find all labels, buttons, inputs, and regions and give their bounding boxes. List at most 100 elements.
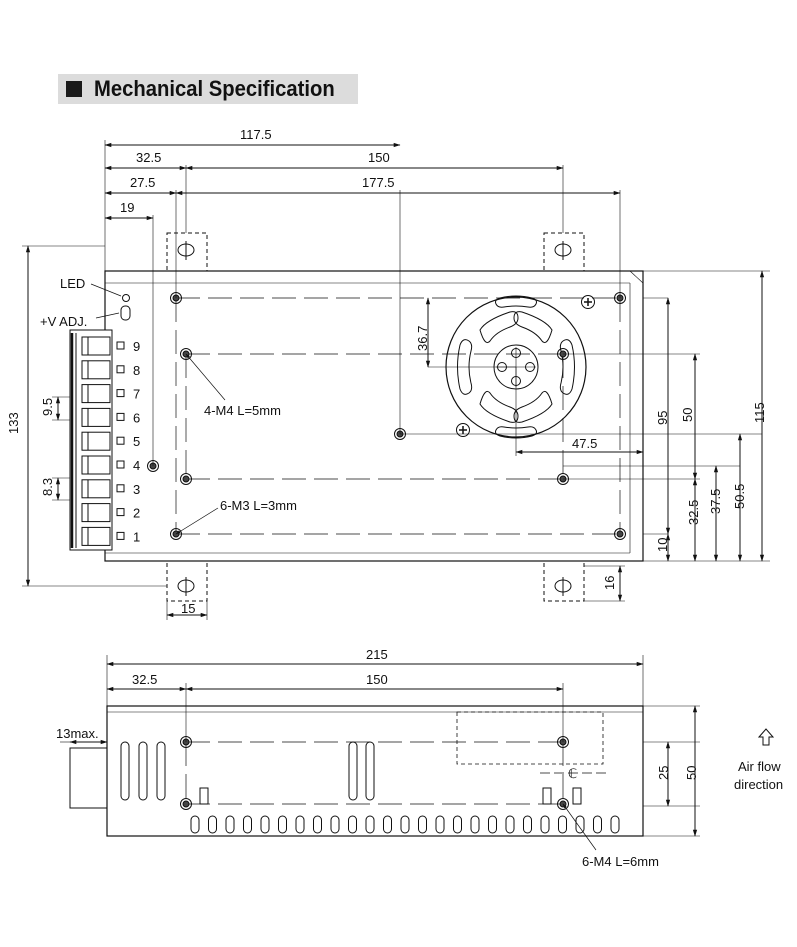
terminal-number-2: 2 [133,506,140,521]
terminal-screw-1 [81,526,111,546]
dim-19: 19 [120,200,134,215]
terminal-number-8: 8 [133,363,140,378]
vent-fin [558,815,567,834]
airflow-label-line2: direction [734,777,783,792]
vadj-label: +V ADJ. [40,314,87,329]
vent-fin [295,815,305,834]
dim-13max: 13max. [56,726,99,741]
vent-fin [260,815,270,834]
terminal-number-1: 1 [133,529,140,544]
fan-screw-icon [455,422,471,438]
terminal-pad-icon [116,460,125,469]
vent-fin [540,815,550,834]
terminal-pad-icon [116,365,125,374]
dim-side-32-5: 32.5 [132,672,157,687]
bracket-bottom-right [543,560,585,602]
vent-fin [348,815,357,834]
led-label: LED [60,276,85,291]
top-view-labels: 117.5 32.5 150 27.5 177.5 19 133 36.7 95… [6,127,767,616]
terminal-screw-5 [81,431,111,451]
vent-fin [330,815,340,834]
vent-fin [313,815,322,834]
m3-screw-label: 6-M3 L=3mm [220,498,297,513]
vent-fin [208,815,217,834]
terminal-screw-6 [81,407,111,427]
terminal-number-4: 4 [133,458,140,473]
vent-fin [453,815,462,834]
side-terminal-stub [69,747,108,809]
dim-16: 16 [602,576,617,590]
section-header: Mechanical Specification [58,74,358,104]
dim-32-5: 32.5 [136,150,161,165]
header-square-icon [66,81,82,97]
side-fins [190,815,620,834]
terminal-screw-4 [81,455,111,475]
section-title: Mechanical Specification [94,76,335,101]
bracket-top-left [166,232,208,272]
terminal-screw-8 [81,360,111,380]
dim-95: 95 [655,411,670,425]
dim-150: 150 [368,150,390,165]
bracket-bottom-left [166,560,208,602]
vent-fin [505,815,515,834]
terminal-number-3: 3 [133,482,140,497]
terminal-number-7: 7 [133,387,140,402]
vadj-knob-icon [120,305,131,321]
terminal-pad-icon [116,531,125,540]
vent-fin [365,815,375,834]
dim-50-5: 50.5 [732,484,747,509]
terminal-number-6: 6 [133,410,140,425]
vent-fin [418,815,427,834]
terminal-pad-icon [116,436,125,445]
terminal-pad-icon [116,484,125,493]
vent-fin [383,815,392,834]
vent-fin [243,815,252,834]
vent-fin [470,815,480,834]
dim-115: 115 [752,402,767,423]
dim-36-7: 36.7 [415,326,430,351]
terminal-pad-icon [116,341,125,350]
dim-8-3: 8.3 [40,478,55,496]
dim-side-25: 25 [656,766,671,780]
vent-fin [575,815,585,834]
terminal-number-5: 5 [133,434,140,449]
vent-fin [190,815,200,834]
side-view [60,655,775,851]
side-view-labels: 215 32.5 150 13max. 25 50 ℂ 6-M4 L=6mm A… [56,647,783,869]
dim-side-150: 150 [366,672,388,687]
terminal-screw-7 [81,384,111,404]
side-m4-screw-label: 6-M4 L=6mm [582,854,659,869]
airflow-arrow-icon [757,728,775,746]
dim-215: 215 [366,647,388,662]
vent-fin [400,815,410,834]
vent-fin [593,815,602,834]
terminal-screw-9 [81,336,111,356]
vent-fin [435,815,445,834]
dim-37-5: 37.5 [708,489,723,514]
dim-side-50: 50 [684,766,699,780]
terminal-pad-icon [116,412,125,421]
vent-fin [225,815,235,834]
terminal-number-9: 9 [133,339,140,354]
dim-117-5: 117.5 [240,127,272,142]
m4-screw-label: 4-M4 L=5mm [204,403,281,418]
dim-9-5: 9.5 [40,398,55,416]
dim-10: 10 [655,538,670,552]
vent-fin [523,815,532,834]
bracket-top-right [543,232,585,272]
terminal-screw-3 [81,479,111,499]
dim-133: 133 [6,412,21,434]
dim-32-5-vertical: 32.5 [686,500,701,525]
centerline-mark: ℂ [568,766,577,781]
terminal-pad-icon [116,508,125,517]
vent-fin [488,815,497,834]
dim-15: 15 [181,601,195,616]
vent-fin [610,815,620,834]
terminal-pad-icon [116,389,125,398]
fan-screw-icon [580,294,596,310]
vent-fin [278,815,287,834]
dim-177-5: 177.5 [362,175,395,190]
dim-50: 50 [680,408,695,422]
led-icon [122,294,130,302]
